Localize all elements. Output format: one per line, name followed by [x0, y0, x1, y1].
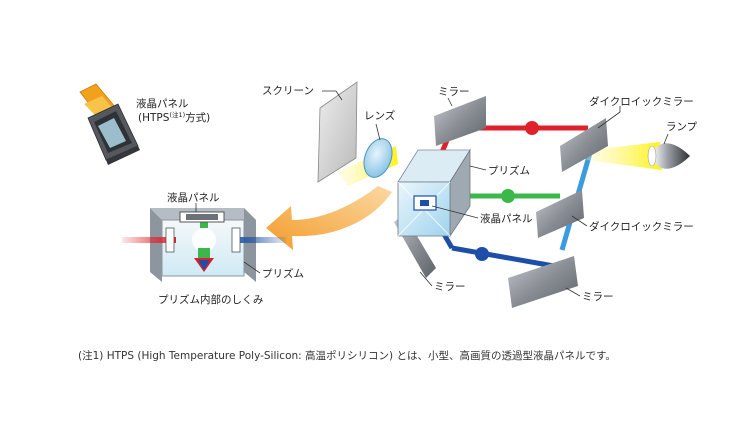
lens-label: レンズ [364, 109, 395, 122]
footnote: (注1) HTPS (High Temperature Poly-Silicon… [78, 349, 616, 362]
htps-panel-chip-illustration [79, 83, 140, 165]
prism-main-label: プリズム [488, 164, 530, 177]
dichroic-mirror-mid [536, 190, 584, 238]
lamp-illustration [647, 143, 690, 169]
htps-panel-label-line2: (HTPS(注1)方式) [138, 110, 210, 124]
inset-prism-label: プリズム [262, 267, 304, 280]
mirror-top-label: ミラー [438, 86, 470, 98]
mirror-bottom-right-label: ミラー [582, 291, 614, 303]
lamp-label: ランプ [666, 121, 698, 133]
mirror-top [434, 96, 486, 146]
prism-inside-inset [122, 208, 286, 282]
screen-illustration [317, 81, 358, 183]
screen-label: スクリーン [262, 85, 314, 97]
inset-lcd-label: 液晶パネル [167, 191, 220, 204]
projection-direction-arrow [266, 186, 392, 250]
mirror-bottom-left-label: ミラー [434, 281, 466, 293]
red-light-node [525, 121, 539, 135]
blue-light-node [475, 247, 489, 261]
prism-cube [397, 148, 471, 238]
green-light-node [501, 189, 515, 203]
dichroic-mid-label: ダイクロイックミラー [589, 220, 694, 233]
light-paths [427, 121, 662, 269]
inset-caption: プリズム内部のしくみ [158, 293, 263, 306]
lens-illustration [363, 138, 393, 178]
htps-panel-label-line1: 液晶パネル [136, 97, 189, 110]
dichroic-mirror-top [560, 118, 608, 172]
dichroic-top-label: ダイクロイックミラー [589, 95, 694, 108]
mirror-bottom-right [508, 256, 578, 308]
lcd-main-label: 液晶パネル [480, 212, 533, 225]
